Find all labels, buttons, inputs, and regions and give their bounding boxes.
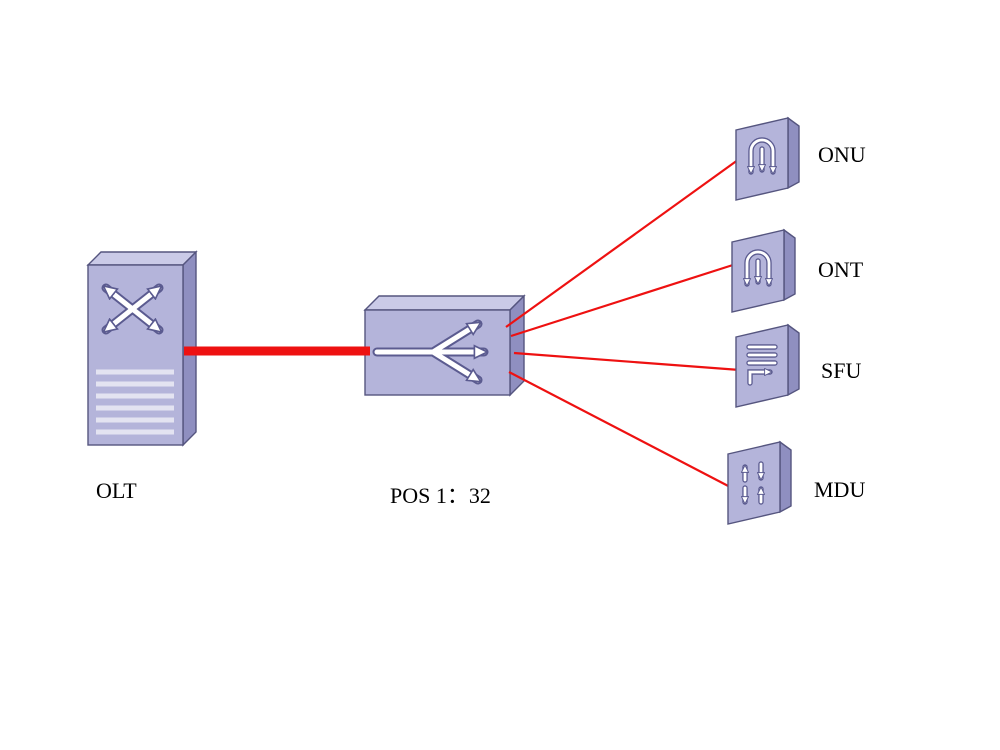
sfu-lines-and-arrow-icon: [746, 344, 778, 386]
splitter-label: POS 1：32: [390, 483, 491, 508]
splitter-top-face: [363, 295, 526, 311]
splitter-node: [363, 294, 526, 397]
sfu-front-face: [735, 324, 789, 408]
mdu-multi-arrows-icon: [745, 461, 761, 505]
sfu-node: [735, 323, 800, 408]
mdu-front-face: [727, 441, 781, 525]
ont-label: ONT: [818, 257, 864, 282]
splitter-split-arrows-icon: [372, 319, 489, 385]
sfu-side-face: [787, 323, 800, 397]
splitter-side-face: [509, 294, 525, 397]
onu-node: [735, 116, 800, 201]
fiber-links: [184, 156, 743, 490]
link-splitter-sfu: [513, 351, 741, 372]
link-splitter-ont: [510, 262, 737, 338]
onu-side-face: [787, 116, 800, 190]
ont-side-face: [783, 228, 796, 302]
sfu-label: SFU: [821, 358, 861, 383]
onu-label: ONU: [818, 142, 866, 167]
olt-vent-lines: [96, 369, 174, 435]
olt-label: OLT: [96, 478, 137, 503]
link-splitter-onu: [505, 156, 743, 328]
ont-arch-arrows-icon: [747, 249, 769, 287]
mdu-side-face: [779, 440, 792, 514]
olt-cross-connect-arrows-icon: [101, 283, 164, 335]
link-splitter-mdu: [508, 371, 735, 490]
onu-arch-arrows-icon: [751, 137, 773, 175]
olt-node: [86, 250, 198, 447]
ont-node: [731, 228, 796, 313]
mdu-label: MDU: [814, 477, 865, 502]
olt-top-face: [86, 251, 198, 266]
mdu-node: [727, 440, 792, 525]
